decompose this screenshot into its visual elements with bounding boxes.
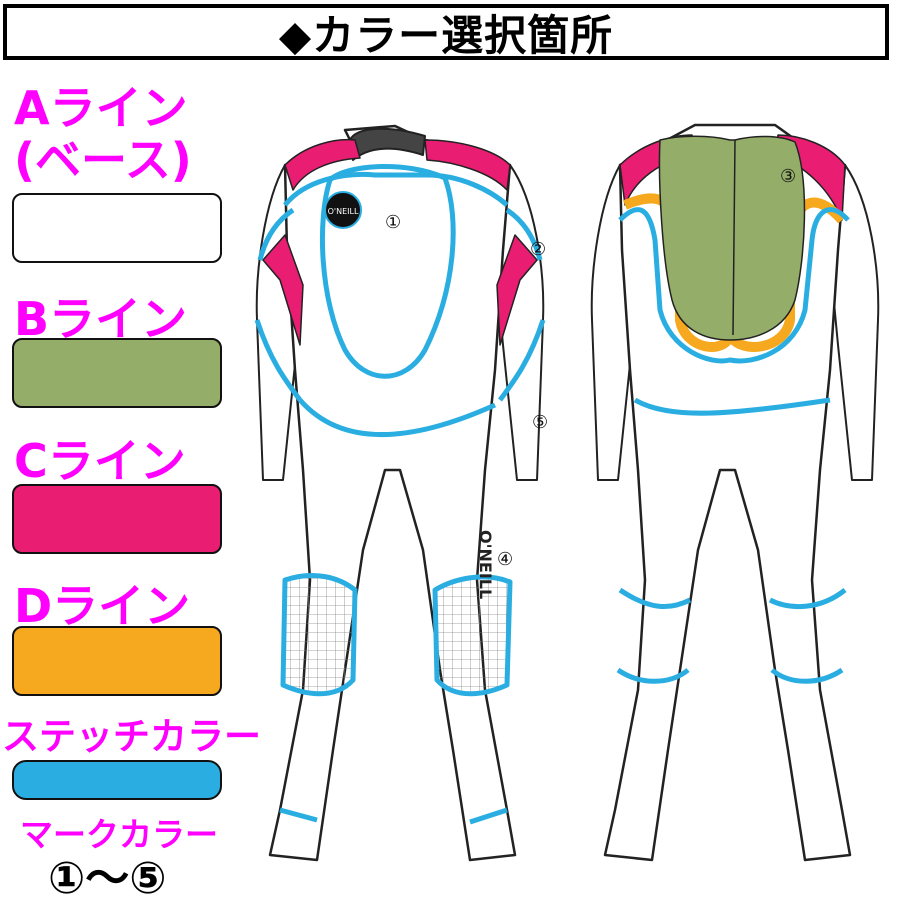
wetsuit-illustration: O'NEILL O'NEILL ① ② ④ ⑤ ③ (254, 123, 880, 862)
swatch-a (12, 193, 222, 263)
mark-range: ①～⑤ (48, 853, 167, 904)
back-view: ③ (590, 123, 880, 862)
legend-label-d: Dライン (14, 579, 191, 633)
swatch-c (12, 484, 222, 554)
front-view: O'NEILL O'NEILL ① ② ④ ⑤ (254, 124, 548, 862)
mark-1: ① (385, 212, 401, 233)
mark-2: ② (530, 239, 546, 260)
title-bar: ◆カラー選択箇所 (3, 4, 889, 60)
page-title: ◆カラー選択箇所 (278, 10, 614, 60)
swatch-d (12, 626, 222, 696)
legend-label-c: Cライン (14, 434, 186, 488)
legend-label-stitch: ステッチカラー (2, 715, 261, 758)
mark-5: ⑤ (532, 412, 548, 433)
legend-label-a: Aライン (ベース) (14, 81, 192, 187)
legend-label-b: Bライン (14, 292, 188, 346)
mark-3: ③ (780, 166, 796, 187)
leg-logo: O'NEILL (476, 530, 495, 599)
swatch-stitch (12, 760, 222, 800)
chest-logo: O'NEILL (328, 207, 359, 216)
legend-label-mark: マークカラー (20, 815, 218, 854)
swatch-b (12, 338, 222, 408)
mark-4: ④ (497, 549, 513, 570)
